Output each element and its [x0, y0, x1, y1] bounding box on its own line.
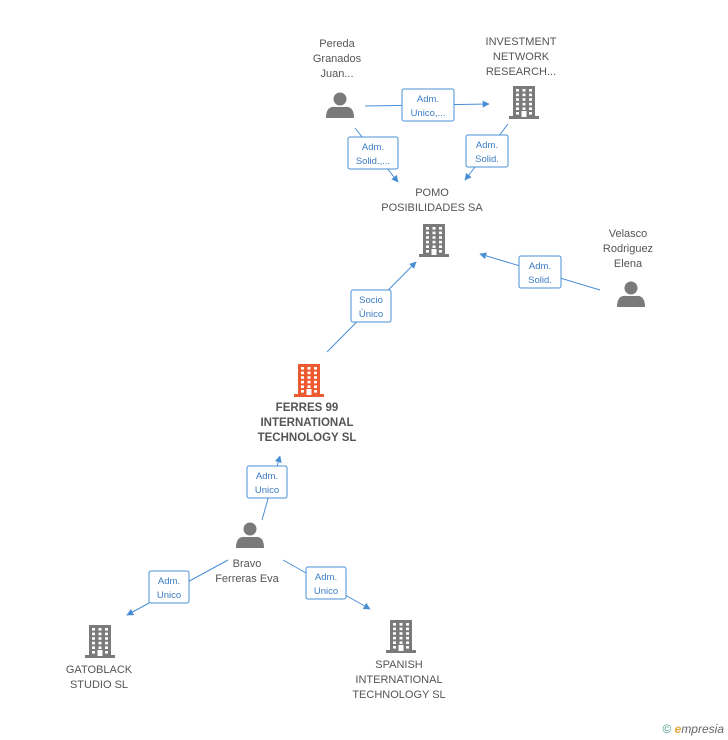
node-label: Pereda: [319, 38, 355, 50]
edge-badge-box[interactable]: [465, 134, 509, 168]
edge-badge-text: Unico,...: [411, 108, 446, 119]
building-icon: [85, 625, 115, 658]
node-pomo[interactable]: POMO POSIBILIDADES SA: [381, 187, 483, 257]
node-label: FERRES 99: [276, 402, 339, 414]
edge-badge-text: Único: [359, 309, 383, 320]
node-label: TECHNOLOGY SL: [258, 432, 357, 444]
edge-badge-text: Adm.: [529, 261, 551, 272]
node-label: INTERNATIONAL: [355, 674, 442, 686]
edge-pereda-pomo: Adm. Solid.,...: [347, 127, 399, 183]
node-spanish[interactable]: SPANISH INTERNATIONAL TECHNOLOGY SL: [352, 620, 446, 701]
edge-badge[interactable]: Adm. Unico: [148, 570, 190, 604]
edge-badge-box[interactable]: [401, 88, 455, 122]
node-label: GATOBLACK: [66, 664, 133, 676]
edge-badge[interactable]: Adm. Unico,...: [401, 88, 455, 122]
edge-badge-text: Solid.,...: [356, 156, 390, 167]
edge-pereda-investment: Adm. Unico,...: [364, 88, 490, 122]
node-label: SPANISH: [375, 659, 423, 671]
edge-badge-text: Unico: [157, 590, 181, 601]
node-label: Granados: [313, 53, 362, 65]
edge-badge-box[interactable]: [347, 136, 399, 170]
node-label: Bravo: [233, 558, 262, 570]
edge-badge-text: Socio: [359, 295, 383, 306]
node-label: POMO: [415, 187, 449, 199]
person-icon: [617, 281, 645, 307]
edge-velasco-pomo: Adm. Solid.: [479, 252, 601, 291]
copyright-symbol: ©: [662, 722, 672, 736]
node-label: POSIBILIDADES SA: [381, 202, 483, 214]
edge-badge-text: Unico: [255, 485, 279, 496]
node-label: Ferreras Eva: [215, 573, 279, 585]
node-pereda[interactable]: PeredaGranadosJuan...: [313, 38, 362, 118]
building-icon: [419, 224, 449, 257]
node-label: Juan...: [320, 68, 353, 80]
edge-badge-text: Adm.: [362, 142, 384, 153]
edge-badge-box[interactable]: [305, 566, 347, 600]
edge-badge[interactable]: Adm. Solid.: [465, 134, 509, 168]
edge-badge-box[interactable]: [246, 465, 288, 499]
edge-badge-box[interactable]: [350, 289, 392, 323]
brand-name: mpresia: [681, 722, 724, 736]
edge-badge-text: Solid.: [475, 154, 499, 165]
edge-badge-box[interactable]: [148, 570, 190, 604]
edge-badge-text: Unico: [314, 586, 338, 597]
node-label: Rodriguez: [603, 243, 653, 255]
node-ferres[interactable]: FERRES 99 INTERNATIONAL TECHNOLOGY SL: [258, 364, 357, 444]
edge-badge-text: Adm.: [256, 471, 278, 482]
brand-initial: e: [674, 722, 682, 736]
edge-badge-text: Adm.: [158, 576, 180, 587]
node-label: NETWORK: [493, 51, 550, 63]
person-icon: [326, 92, 354, 118]
edge-badge-text: Adm.: [315, 572, 337, 583]
edge-bravo-gatoblack: Adm. Unico: [126, 559, 229, 616]
node-label: TECHNOLOGY SL: [352, 689, 445, 701]
node-investment[interactable]: INVESTMENT NETWORK RESEARCH...: [486, 36, 557, 119]
edge-investment-pomo: Adm. Solid.: [464, 123, 509, 181]
edge-bravo-ferres: Adm. Unico: [246, 455, 288, 521]
node-label: Elena: [614, 258, 643, 270]
node-label: INTERNATIONAL: [260, 417, 353, 429]
edge-bravo-spanish: Adm. Unico: [282, 559, 371, 610]
node-label: Velasco: [609, 228, 648, 240]
edge-badge[interactable]: Adm. Unico: [246, 465, 288, 499]
edge-badge[interactable]: Adm. Solid.: [518, 255, 562, 289]
edge-badge-box[interactable]: [518, 255, 562, 289]
building-icon: [294, 364, 324, 397]
edge-badge-text: Adm.: [476, 140, 498, 151]
building-icon: [386, 620, 416, 653]
edge-badge-text: Adm.: [417, 94, 439, 105]
node-label: STUDIO SL: [70, 679, 128, 691]
edge-badge[interactable]: Adm. Unico: [305, 566, 347, 600]
node-label: INVESTMENT: [486, 36, 557, 48]
node-gatoblack[interactable]: GATOBLACK STUDIO SL: [66, 625, 133, 691]
edge-badge[interactable]: Adm. Solid.,...: [347, 136, 399, 170]
node-label: RESEARCH...: [486, 66, 556, 78]
edge-badge-text: Solid.: [528, 275, 552, 286]
footer-brand[interactable]: © empresia: [662, 722, 724, 736]
building-icon: [509, 86, 539, 119]
person-icon: [236, 522, 264, 548]
